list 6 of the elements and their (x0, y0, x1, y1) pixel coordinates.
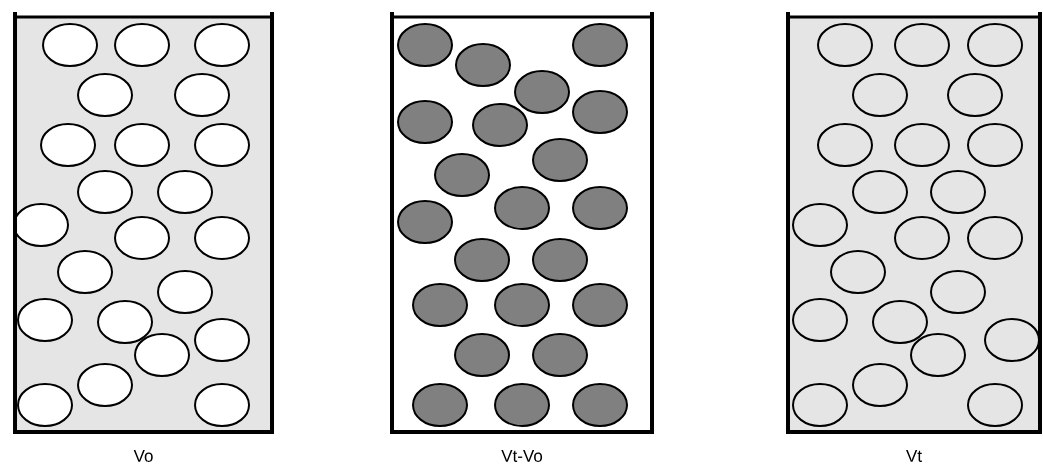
container-label: Vo (133, 450, 153, 462)
container-drawing (13, 12, 274, 434)
container-label: Vt-Vo (501, 450, 543, 462)
container-label: Vt (906, 450, 922, 462)
container-drawing (786, 12, 1042, 434)
container-drawing (390, 12, 654, 434)
